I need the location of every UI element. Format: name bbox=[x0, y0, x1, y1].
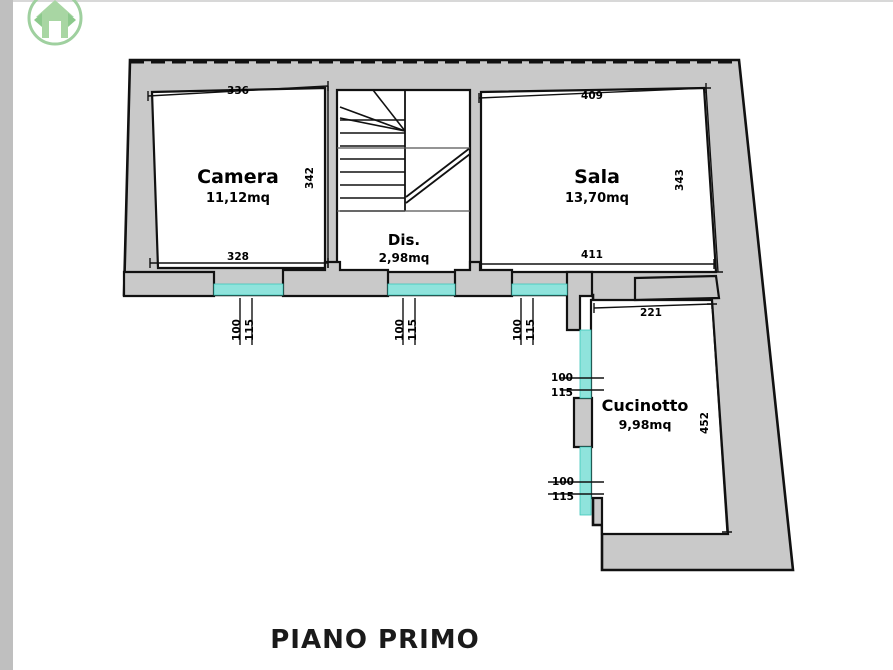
room-area-disimpegno: 2,98mq bbox=[379, 251, 430, 265]
dim-camera-top: 336 bbox=[227, 85, 249, 97]
opening-5-height: 115 bbox=[552, 491, 574, 503]
room-area-camera: 11,12mq bbox=[206, 191, 270, 206]
opening-4-height: 115 bbox=[551, 387, 573, 399]
dim-sala-top: 409 bbox=[581, 90, 603, 102]
opening-2-height: 115 bbox=[407, 319, 419, 341]
page-title: PIANO PRIMO bbox=[270, 625, 480, 655]
opening-labels: 100 115 100 115 100 115 100 115 100 115 bbox=[231, 319, 574, 503]
opening-1-height: 115 bbox=[244, 319, 256, 341]
room-label-disimpegno: Dis. bbox=[388, 231, 420, 249]
room-area-cucinotto: 9,98mq bbox=[619, 417, 672, 432]
dim-camera-right: 342 bbox=[304, 167, 316, 189]
opening-3-width: 100 bbox=[512, 319, 524, 341]
dimension-lines bbox=[147, 81, 732, 533]
dim-cucinotto-top: 221 bbox=[640, 307, 662, 319]
wall-structure bbox=[122, 58, 795, 572]
opening-3-height: 115 bbox=[525, 319, 537, 341]
dimension-labels: 336 328 342 409 411 343 221 452 bbox=[227, 85, 711, 434]
opening-2-width: 100 bbox=[394, 319, 406, 341]
dim-sala-bottom: 411 bbox=[581, 249, 603, 261]
dim-cucinotto-right: 452 bbox=[699, 412, 711, 434]
room-label-camera: Camera bbox=[197, 166, 279, 188]
dim-camera-bottom: 328 bbox=[227, 251, 249, 263]
dim-sala-right: 343 bbox=[674, 169, 686, 191]
room-area-sala: 13,70mq bbox=[565, 191, 629, 206]
house-logo-icon bbox=[27, 0, 83, 46]
openings-glazing bbox=[213, 283, 592, 516]
room-labels: Camera 11,12mq Dis. 2,98mq Sala 13,70mq … bbox=[197, 166, 688, 432]
room-label-sala: Sala bbox=[574, 166, 620, 188]
opening-5-width: 100 bbox=[552, 476, 574, 488]
page-left-border bbox=[0, 0, 13, 670]
opening-1-width: 100 bbox=[231, 319, 243, 341]
opening-4-width: 100 bbox=[551, 372, 573, 384]
room-label-cucinotto: Cucinotto bbox=[602, 396, 689, 415]
staircase bbox=[337, 89, 471, 212]
page-top-border bbox=[0, 0, 893, 2]
